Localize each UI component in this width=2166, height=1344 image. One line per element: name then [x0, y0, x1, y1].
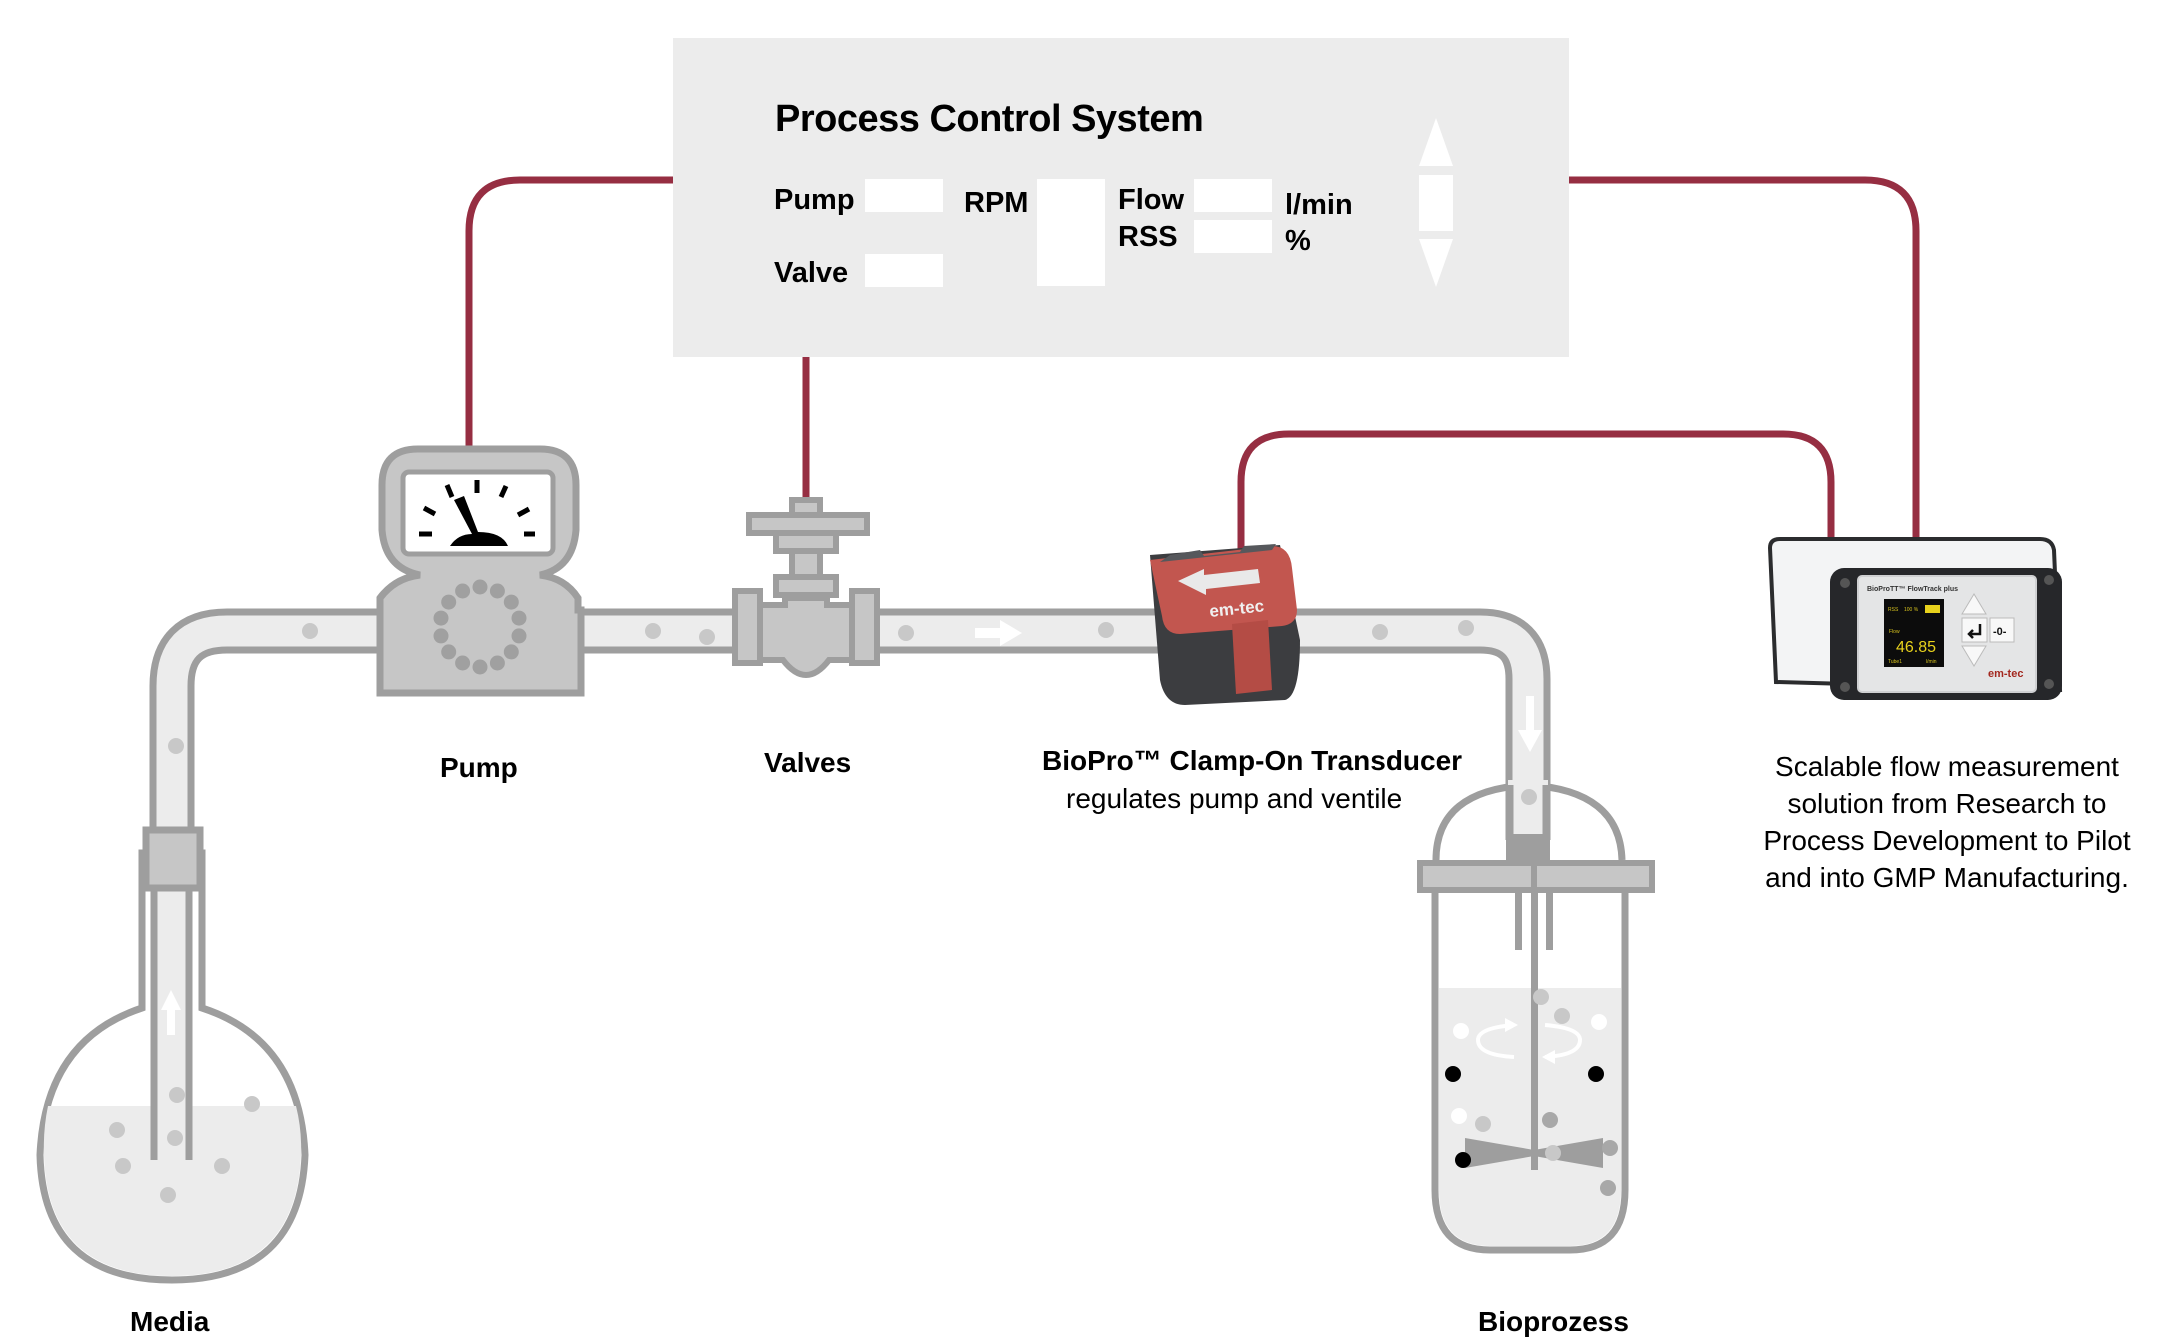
screen-tube-label: Tube1: [1888, 659, 1902, 665]
valve-label: Valve: [774, 257, 849, 289]
signal-lines: [465, 176, 1920, 555]
rotor-dot: [489, 655, 505, 671]
rss-label: RSS: [1118, 221, 1178, 253]
valve-field[interactable]: [865, 254, 943, 287]
panel-enter-button[interactable]: [1419, 175, 1453, 231]
screen-rss-value: 100 %: [1904, 607, 1919, 613]
bioreactor: [1417, 780, 1655, 1254]
media-flask: [36, 826, 309, 1284]
signal-line-transducer: [1237, 430, 1835, 555]
flask-stopper: [142, 826, 204, 892]
pump-label: Pump: [774, 184, 855, 216]
process-control-panel: Process Control System Pump RPM Flow l/m…: [673, 38, 1569, 357]
description-line: Process Development to Pilot: [1763, 825, 2131, 856]
clamp-on-transducer[interactable]: em-tec: [1150, 544, 1300, 705]
rotor-dot: [455, 583, 471, 599]
rotor-dot: [511, 628, 527, 644]
screen-unit: l/min: [1926, 659, 1937, 665]
pump-field[interactable]: [865, 179, 943, 212]
rotor-dot: [441, 594, 457, 610]
rss-field[interactable]: [1194, 220, 1272, 253]
rotor-dot: [489, 583, 505, 599]
flow-field[interactable]: [1194, 179, 1272, 212]
rss-unit: %: [1285, 225, 1311, 257]
pump-rotor-dots: [433, 579, 527, 675]
valve-icon[interactable]: [732, 497, 880, 678]
rotor-dot: [511, 610, 527, 626]
pump-caption: Pump: [440, 752, 518, 783]
pump-gauge-face: [400, 469, 556, 557]
flow-unit: l/min: [1285, 189, 1353, 221]
rotor-dot: [503, 594, 519, 610]
rotor-dot: [472, 579, 488, 595]
description-line: solution from Research to: [1787, 788, 2107, 819]
rotor-dot: [472, 659, 488, 675]
panel-title: Process Control System: [775, 98, 1204, 140]
transducer-caption: BioPro™ Clamp-On Transducer: [1042, 745, 1463, 776]
enter-icon: [1967, 624, 1982, 639]
device-down-button-icon[interactable]: [1961, 645, 1987, 667]
rotor-dot: [433, 628, 449, 644]
rpm-field[interactable]: [1037, 179, 1105, 286]
zero-button-label: -0-: [1993, 626, 2007, 638]
rotor-dot: [503, 644, 519, 660]
flow-arrows: [159, 620, 1542, 1060]
bioprocess-caption: Bioprozess: [1478, 1306, 1629, 1337]
flow-arrow-right-icon: [975, 620, 1022, 646]
screen-rss-label: RSS: [1888, 607, 1899, 613]
gauge-needle: [450, 496, 508, 546]
screen-flow-label: Flow: [1889, 629, 1900, 635]
device-name: BioProTT™ FlowTrack plus: [1867, 586, 1958, 593]
description-text: Scalable flow measurement solution from …: [1742, 748, 2152, 896]
media-caption: Media: [130, 1306, 210, 1337]
flowtrack-device[interactable]: BioProTT™ FlowTrack plus RSS 100 % Flow …: [1767, 537, 2063, 700]
description-line: and into GMP Manufacturing.: [1765, 862, 2129, 893]
screen-rss-bar: [1925, 605, 1940, 613]
transducer-arrow-icon: [1178, 569, 1260, 595]
pipe-system: [149, 608, 1551, 1158]
panel-up-button-icon[interactable]: [1419, 118, 1453, 166]
flow-label: Flow: [1118, 184, 1185, 216]
screen-flow-value: 46.85: [1896, 639, 1936, 656]
pump-icon[interactable]: [376, 445, 585, 697]
device-brand: em-tec: [1988, 668, 2023, 680]
rotor-dot: [441, 644, 457, 660]
rpm-label: RPM: [964, 187, 1029, 219]
transducer-subcaption: regulates pump and ventile: [1066, 783, 1403, 814]
signal-line-pump: [465, 176, 673, 448]
signal-line-controller: [1569, 176, 1920, 540]
rotor-dot: [455, 655, 471, 671]
device-enter-button[interactable]: [1961, 617, 1988, 643]
flow-arrow-down-icon: [1518, 696, 1542, 752]
rotor-dot: [433, 610, 449, 626]
description-line: Scalable flow measurement: [1775, 751, 2119, 782]
device-up-button-icon[interactable]: [1961, 593, 1987, 615]
device-zero-button[interactable]: [1989, 617, 2015, 643]
valves-caption: Valves: [764, 747, 852, 778]
panel-down-button-icon[interactable]: [1419, 239, 1453, 287]
gauge-ticks: [419, 480, 535, 537]
